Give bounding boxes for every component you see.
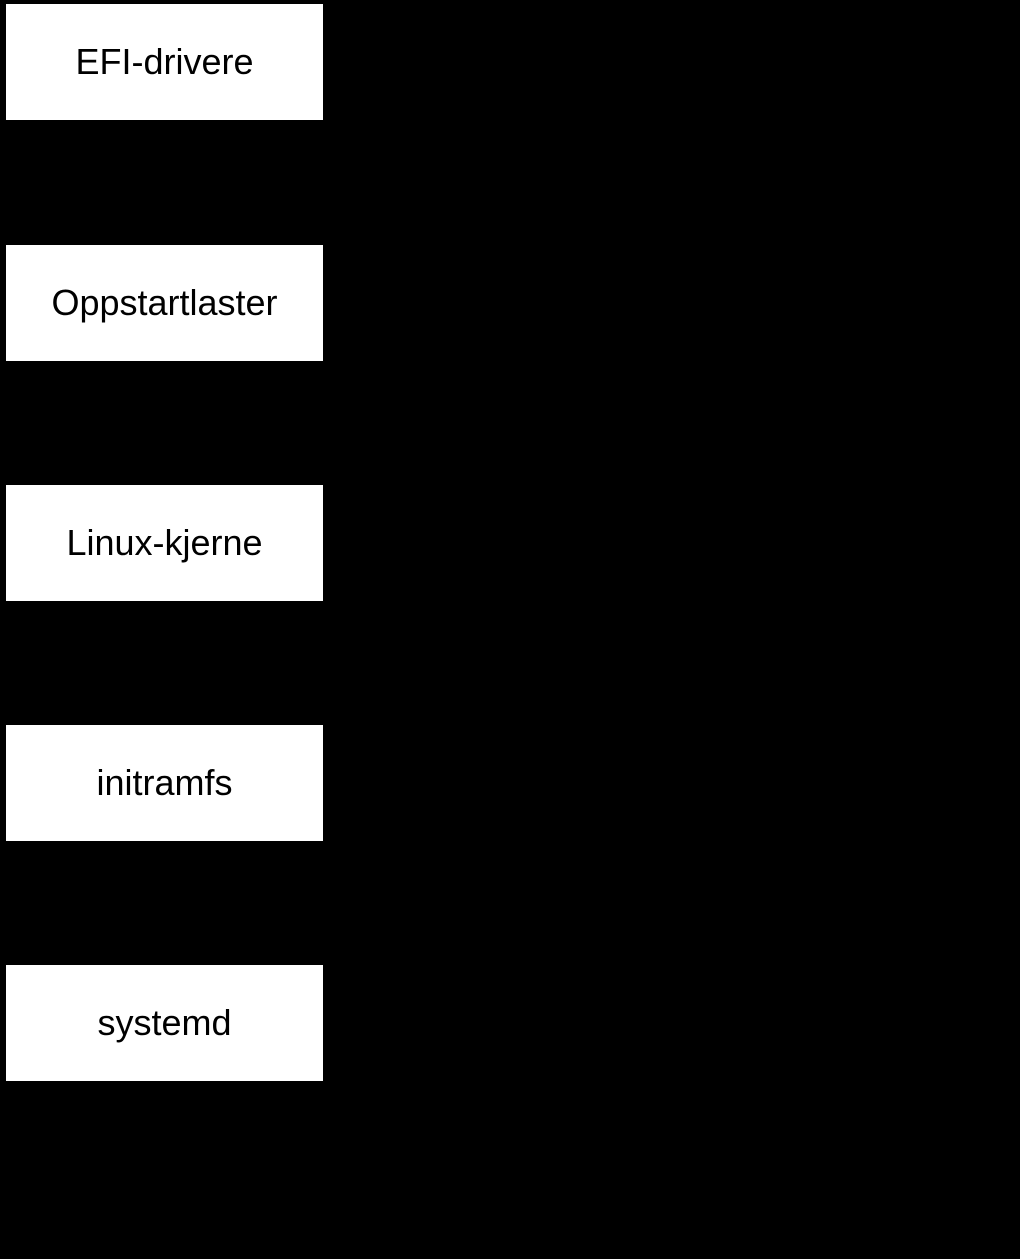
node-linux-kjerne: Linux-kjerne bbox=[6, 485, 323, 601]
node-initramfs: initramfs bbox=[6, 725, 323, 841]
node-oppstartlaster: Oppstartlaster bbox=[6, 245, 323, 361]
node-systemd: systemd bbox=[6, 965, 323, 1081]
node-oppstartlaster-label: Oppstartlaster bbox=[51, 282, 278, 323]
node-efi-drivere-label: EFI-drivere bbox=[75, 41, 254, 82]
node-systemd-label: systemd bbox=[97, 1002, 232, 1043]
node-efi-drivere: EFI-drivere bbox=[6, 4, 323, 120]
node-initramfs-label: initramfs bbox=[96, 762, 233, 803]
node-linux-kjerne-label: Linux-kjerne bbox=[66, 522, 263, 563]
